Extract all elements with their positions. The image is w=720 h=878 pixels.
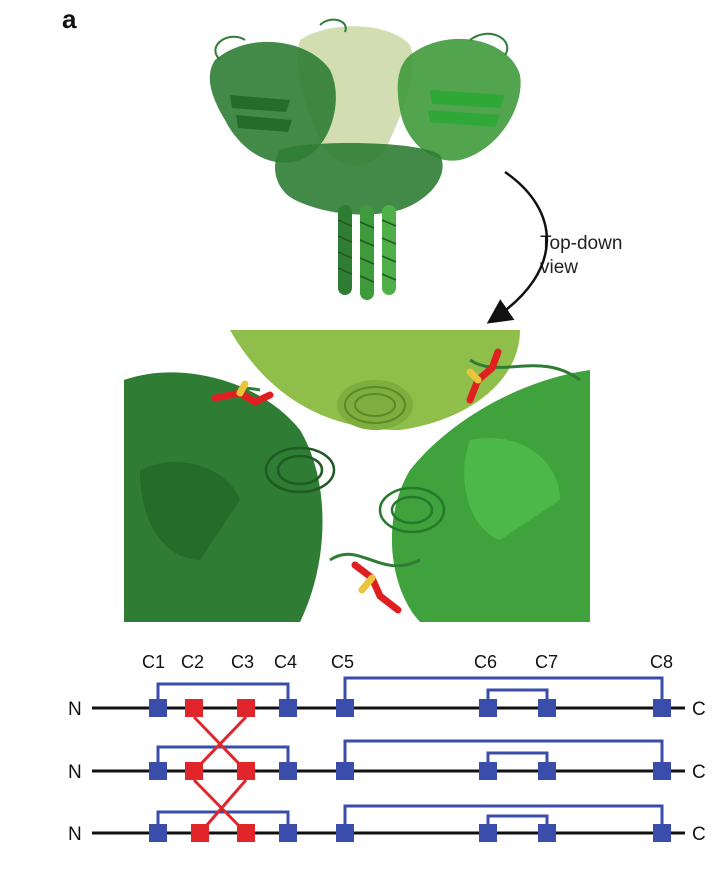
cys-c6 — [479, 762, 497, 780]
cys-c5 — [336, 824, 354, 842]
cys-label-1: C1 — [142, 652, 165, 672]
cys-label-3: C3 — [231, 652, 254, 672]
cys-c8 — [653, 824, 671, 842]
disulfide-topology-diagram: C1 C2 C3 C4 C5 C6 C7 C8 N C — [68, 652, 706, 845]
cys-c8 — [653, 699, 671, 717]
cys-label-2: C2 — [181, 652, 204, 672]
cys-label-6: C6 — [474, 652, 497, 672]
n-terminus-label: N — [68, 762, 82, 783]
bond-c1-c4 — [156, 682, 290, 708]
bond-c5-c8 — [343, 676, 664, 708]
c-terminus-label: C — [692, 824, 706, 845]
bond-c5-c8 — [343, 739, 664, 771]
topology-row-3: N C — [68, 804, 706, 845]
bond-c1-c4 — [156, 810, 290, 833]
cys-c5 — [336, 762, 354, 780]
cys-c1 — [149, 824, 167, 842]
cys-c4 — [279, 824, 297, 842]
annotation-line2: view — [540, 257, 579, 278]
cys-c6 — [479, 824, 497, 842]
cys-label-4: C4 — [274, 652, 297, 672]
topology-row-2: N C — [68, 739, 706, 783]
c-terminus-label: C — [692, 699, 706, 720]
cysteine-label-group: C1 C2 C3 C4 C5 C6 C7 C8 — [142, 652, 673, 672]
protein-closeup-view — [124, 330, 590, 622]
cys-c4 — [279, 699, 297, 717]
cys-c7 — [538, 762, 556, 780]
annotation-line1: Top-down — [540, 233, 623, 254]
cys-c5 — [336, 699, 354, 717]
cys-c2 — [185, 699, 203, 717]
cys-c4 — [279, 762, 297, 780]
cys-label-8: C8 — [650, 652, 673, 672]
topology-row-1: N C — [68, 676, 706, 720]
n-terminus-label: N — [68, 824, 82, 845]
interchain-bonds — [192, 715, 248, 835]
c-terminus-label: C — [692, 762, 706, 783]
cys-c6 — [479, 699, 497, 717]
arrow-annotation: Top-down view — [540, 232, 622, 280]
cys-label-5: C5 — [331, 652, 354, 672]
bond-c5-c8 — [343, 804, 664, 833]
cys-c7 — [538, 699, 556, 717]
panel-label: a — [62, 4, 77, 34]
n-terminus-label: N — [68, 699, 82, 720]
cys-c1 — [149, 762, 167, 780]
cys-c1 — [149, 699, 167, 717]
bond-c1-c4 — [156, 745, 290, 771]
cys-label-7: C7 — [535, 652, 558, 672]
top-down-arrow — [486, 170, 549, 324]
cys-c8 — [653, 762, 671, 780]
protein-structure-side-view — [209, 18, 521, 300]
cys-c7 — [538, 824, 556, 842]
cys-c3 — [237, 699, 255, 717]
